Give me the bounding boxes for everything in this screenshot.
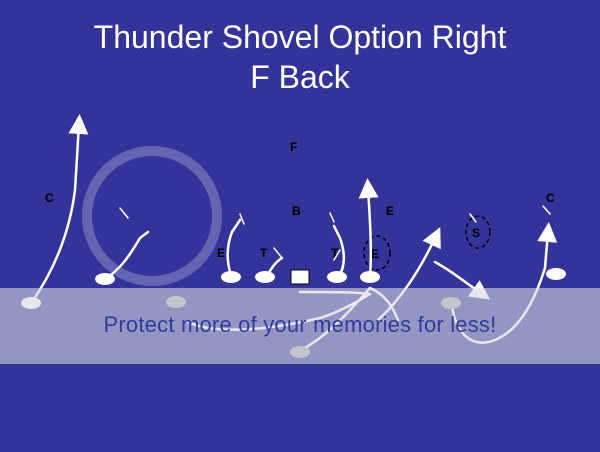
watermark-band — [0, 288, 600, 364]
watermark-ring — [82, 146, 222, 286]
defender-c-left-label: C — [45, 191, 54, 205]
defender-t-left-label: T — [260, 246, 268, 260]
player-right-tackle — [360, 271, 380, 283]
route-end-vertical — [358, 178, 379, 279]
dashed-ring-e — [363, 235, 391, 271]
defender-t-right-label: T — [331, 246, 339, 260]
defender-e-right-label: E — [371, 247, 379, 261]
watermark-text: Protect more of your memories for less! — [103, 312, 497, 337]
route-x-vertical — [29, 114, 89, 305]
defender-tick — [542, 205, 551, 215]
player-right-guard — [327, 271, 347, 283]
route-block-left — [226, 218, 242, 277]
play-subtitle: F Back — [250, 59, 350, 95]
player-center — [290, 269, 310, 285]
dashed-ring-s — [465, 215, 491, 249]
player-slot-left — [95, 273, 115, 285]
defender-c-right-label: C — [546, 191, 555, 205]
player-left-guard — [255, 271, 275, 283]
play-title: Thunder Shovel Option Right — [93, 19, 507, 55]
defender-tick — [333, 249, 341, 261]
defender-tick — [469, 213, 477, 223]
defender-e-top-label: E — [386, 204, 394, 218]
defender-s-label: S — [472, 226, 480, 240]
defender-b-label: B — [292, 204, 301, 218]
defender-tick — [329, 212, 335, 223]
defender-tick — [273, 247, 283, 259]
defender-f-label: F — [290, 140, 297, 154]
player-z-receiver — [546, 268, 566, 280]
player-left-tackle — [221, 271, 241, 283]
defender-e-left-label: E — [217, 246, 225, 260]
defender-tick — [239, 213, 245, 225]
